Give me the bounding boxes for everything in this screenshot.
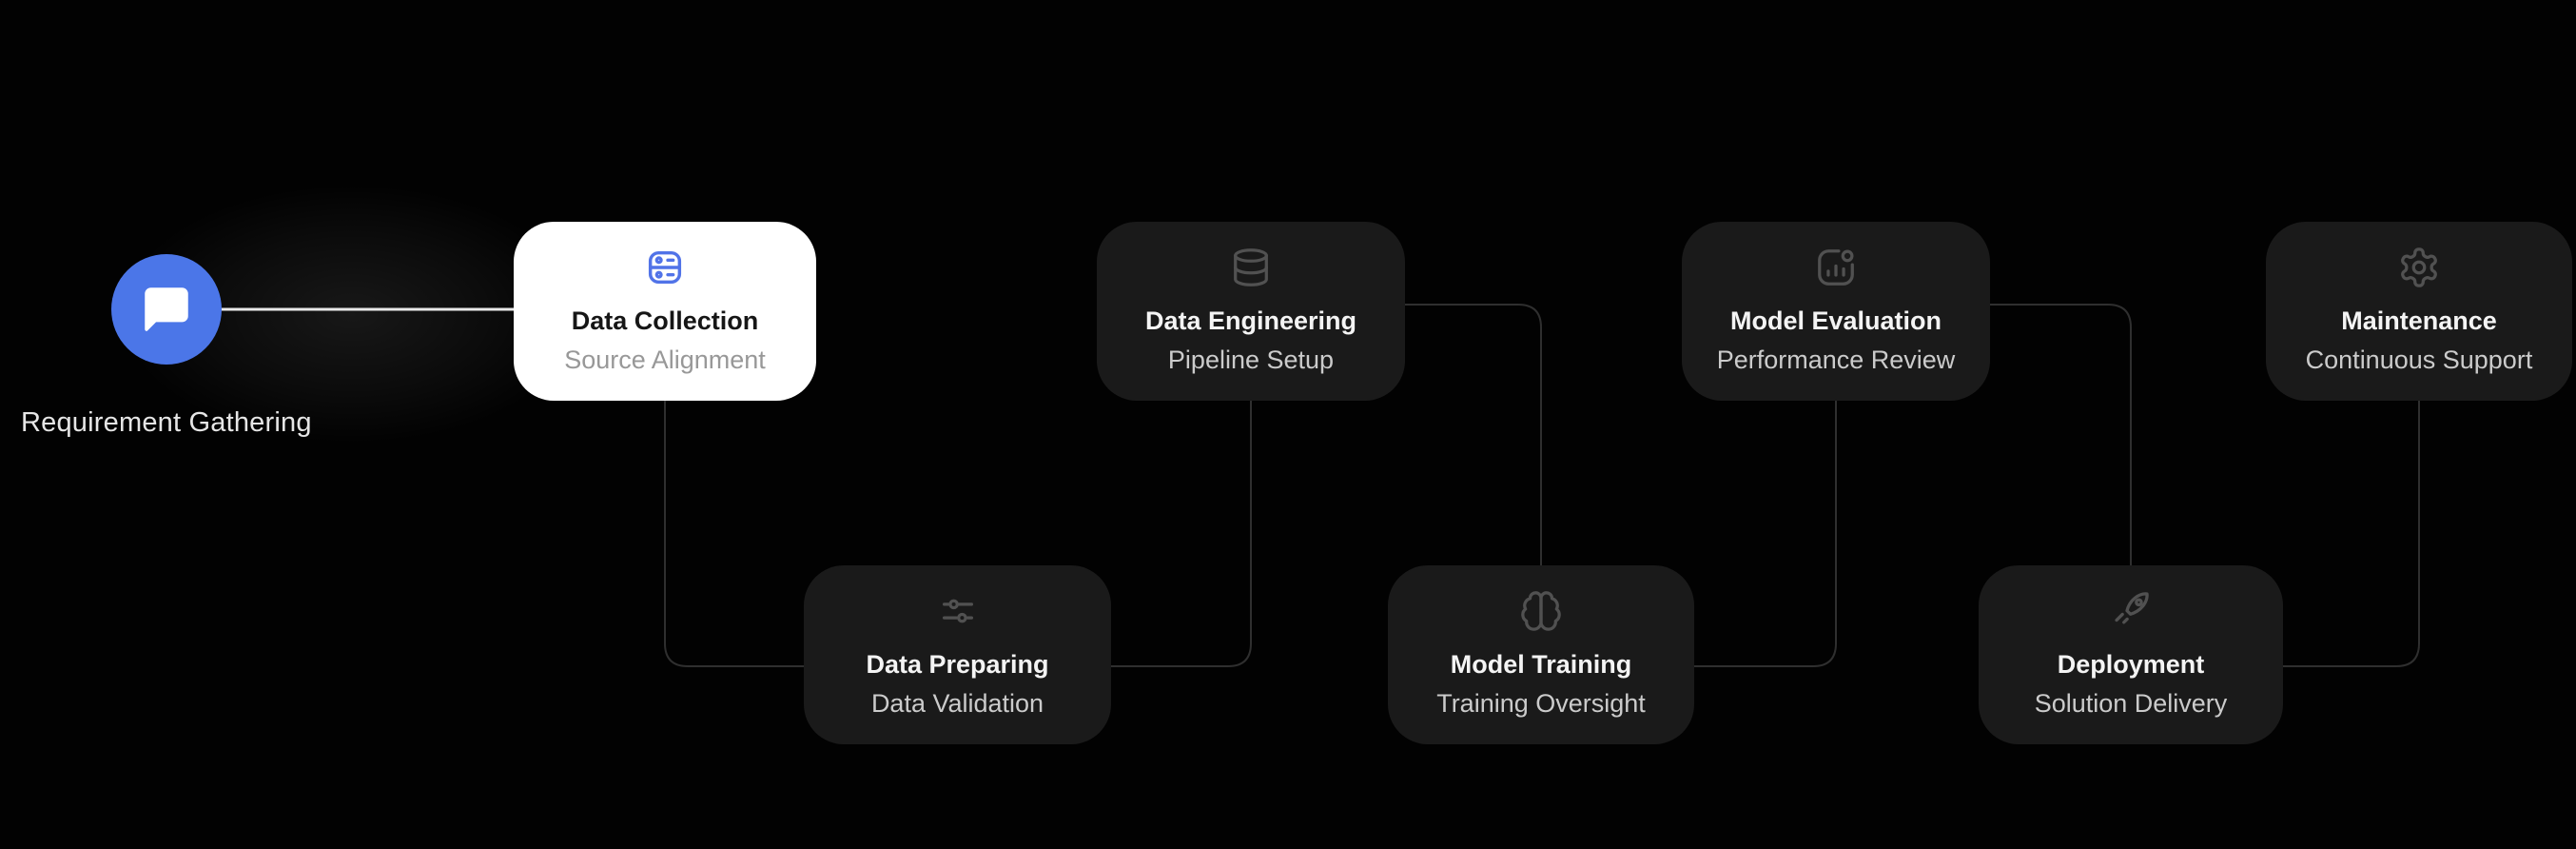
stage-card-model-evaluation[interactable]: Model Evaluation Performance Review bbox=[1682, 222, 1990, 401]
stage-subtitle: Solution Delivery bbox=[2034, 689, 2228, 719]
stage-title: Data Collection bbox=[571, 306, 759, 335]
stage-subtitle: Continuous Support bbox=[2305, 346, 2533, 375]
stage-card-deployment[interactable]: Deployment Solution Delivery bbox=[1979, 565, 2283, 744]
connector-model-training-to-model-evaluation bbox=[1694, 401, 1837, 667]
stage-card-data-collection[interactable]: Data Collection Source Alignment bbox=[514, 222, 816, 401]
database-icon bbox=[1229, 246, 1273, 289]
connector-data-preparing-to-data-engineering bbox=[1111, 401, 1252, 667]
sliders-icon bbox=[936, 589, 980, 633]
brain-icon bbox=[1519, 589, 1563, 633]
stage-card-model-training[interactable]: Model Training Training Oversight bbox=[1388, 565, 1694, 744]
gear-icon bbox=[2397, 246, 2441, 289]
stage-card-maintenance[interactable]: Maintenance Continuous Support bbox=[2266, 222, 2572, 401]
chart-dot-icon bbox=[1814, 246, 1858, 289]
connector-data-collection-to-data-preparing bbox=[664, 401, 804, 667]
stage-subtitle: Data Validation bbox=[870, 689, 1044, 719]
stage-title: Model Evaluation bbox=[1729, 306, 1942, 335]
stage-subtitle: Source Alignment bbox=[564, 346, 766, 375]
rocket-icon bbox=[2109, 589, 2153, 633]
connector-data-engineering-to-model-training bbox=[1405, 304, 1542, 565]
connector-model-evaluation-to-deployment bbox=[1990, 304, 2132, 565]
start-node-label: Requirement Gathering bbox=[21, 407, 312, 438]
stage-title: Deployment bbox=[2057, 650, 2205, 679]
stage-title: Model Training bbox=[1450, 650, 1632, 679]
message-square-icon bbox=[140, 283, 193, 336]
stage-title: Data Preparing bbox=[866, 650, 1049, 679]
stage-title: Maintenance bbox=[2341, 306, 2497, 335]
stage-card-data-preparing[interactable]: Data Preparing Data Validation bbox=[804, 565, 1111, 744]
stage-subtitle: Performance Review bbox=[1716, 346, 1956, 375]
connector-deployment-to-maintenance bbox=[2283, 401, 2420, 667]
stage-card-data-engineering[interactable]: Data Engineering Pipeline Setup bbox=[1097, 222, 1405, 401]
stage-subtitle: Training Oversight bbox=[1436, 689, 1646, 719]
server-icon bbox=[643, 246, 687, 289]
stage-subtitle: Pipeline Setup bbox=[1167, 346, 1335, 375]
start-node-requirement-gathering[interactable] bbox=[111, 254, 222, 365]
stage-title: Data Engineering bbox=[1144, 306, 1357, 335]
